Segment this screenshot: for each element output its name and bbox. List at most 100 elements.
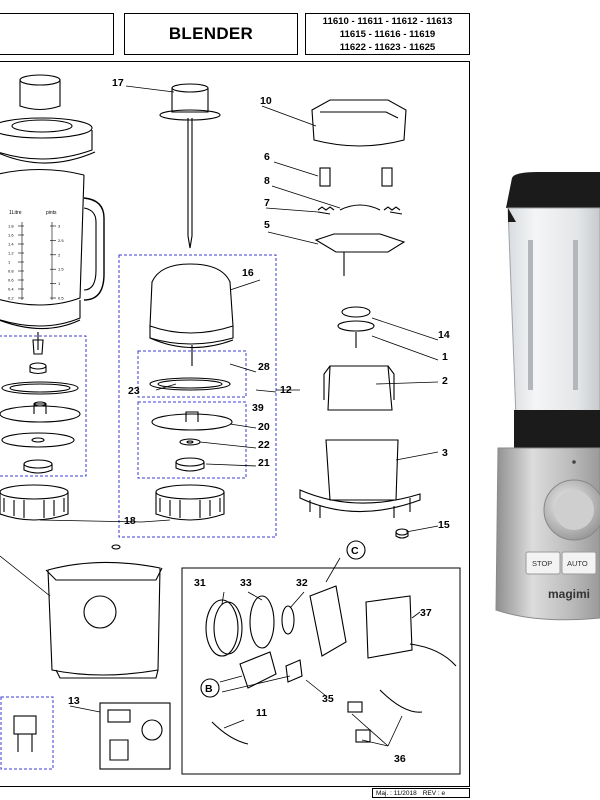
blender-product-photo: STOP AUTO magimi <box>495 172 600 621</box>
callout-33: 33 <box>240 577 252 589</box>
callout-c-circle: C <box>346 540 366 560</box>
stop-button[interactable]: STOP <box>525 551 561 575</box>
jar-tick-left-label: 0.2 <box>8 296 14 301</box>
knob-spacer <box>281 605 295 635</box>
jar-tick-right-label: 2.5 <box>58 238 64 243</box>
jar-tick-left-label: 0.6 <box>8 278 14 283</box>
header-title-cell: BLENDER <box>124 13 298 55</box>
control-knob <box>205 599 243 657</box>
callout-36: 36 <box>394 753 406 765</box>
jar-lid <box>0 117 96 164</box>
callout-c: C <box>351 545 359 557</box>
callout-18: 18 <box>124 515 136 527</box>
callout-37: 37 <box>420 607 432 619</box>
callout-b: B <box>205 683 213 695</box>
coupling-drive <box>337 306 375 348</box>
control-pcb-board <box>99 702 171 770</box>
callout-6: 6 <box>264 151 270 163</box>
callout-15: 15 <box>438 519 450 531</box>
detail-c-box <box>181 567 461 775</box>
left-small-seal <box>29 362 47 375</box>
revision-footer: Maj. : 11/2018 REV : e <box>372 788 470 798</box>
jar-tick-right-label: 1 <box>58 281 61 286</box>
brand-logo-text: magimi <box>548 587 590 601</box>
springs <box>317 206 401 211</box>
callout-22: 22 <box>258 439 270 451</box>
small-base-coupler <box>155 484 225 521</box>
model-line-2: 11615 - 11616 - 11619 <box>339 28 436 40</box>
jar-tick-right-label: 2 <box>58 252 61 257</box>
header-blank-cell <box>0 13 114 55</box>
front-panel-frame <box>309 585 347 657</box>
callout-23: 23 <box>128 385 140 397</box>
leader-lines <box>0 85 439 747</box>
rubber-feet <box>395 528 409 539</box>
callout-10: 10 <box>260 95 272 107</box>
callout-31: 31 <box>194 577 206 589</box>
spring-clip <box>317 204 403 215</box>
jar-tick-left-label: 0.8 <box>8 269 14 274</box>
stop-button-label: STOP <box>532 559 552 568</box>
callout-17: 17 <box>112 77 124 89</box>
header-title: BLENDER <box>168 24 254 43</box>
top-housing-cover <box>311 99 407 147</box>
jar-tick-left-label: 1.4 <box>8 242 14 247</box>
callout-32: 32 <box>296 577 308 589</box>
jar-blade-shaft <box>32 332 44 355</box>
callout-20: 20 <box>258 421 270 433</box>
switch-component-box <box>0 696 54 770</box>
callout-labels: 17 10 6 8 7 5 16 14 1 2 28 23 12 39 20 2… <box>68 77 450 765</box>
callout-13: 13 <box>68 695 80 707</box>
base-chassis <box>299 439 421 518</box>
jar-tick-left-label: 1 <box>8 260 11 265</box>
blender-jar-base-black <box>514 410 600 448</box>
callout-11: 11 <box>256 707 267 719</box>
blender-lid-black <box>506 172 600 208</box>
left-nut <box>23 459 53 474</box>
small-gasket-ring <box>149 377 231 391</box>
jar-body <box>0 168 105 330</box>
header-model-numbers: 11610 - 11611 - 11612 - 11613 11615 - 11… <box>305 13 470 55</box>
jar-lid-cap <box>19 74 61 111</box>
jar-tick-left-label: 1.6 <box>8 233 14 238</box>
callout-3: 3 <box>442 447 448 459</box>
left-blade-plate <box>0 401 81 423</box>
model-line-3: 11622 - 11623 - 11625 <box>339 41 436 53</box>
callout-35: 35 <box>322 693 334 705</box>
control-knob[interactable] <box>543 479 600 541</box>
model-line-1: 11610 - 11611 - 11612 - 11613 <box>322 15 453 27</box>
jar-tick-left-label: 1.2 <box>8 251 14 256</box>
callout-39: 39 <box>252 402 264 414</box>
callout-5: 5 <box>264 219 270 231</box>
sub-box-20 <box>137 401 247 479</box>
small-nut <box>175 457 205 472</box>
wire-harness <box>211 689 423 745</box>
small-washer <box>179 438 201 446</box>
jar-tick-right-label: 1.5 <box>58 267 64 272</box>
blender-jar-glass <box>507 207 600 419</box>
switch-component <box>13 715 37 752</box>
callout-8: 8 <box>264 175 270 187</box>
callout-12: 12 <box>280 384 292 396</box>
auto-button[interactable]: AUTO <box>561 551 597 575</box>
left-gasket-ring <box>1 381 79 395</box>
outer-base-housing <box>45 544 163 679</box>
auto-button-label: AUTO <box>567 559 588 568</box>
button-strips <box>239 651 303 689</box>
callout-21: 21 <box>258 457 270 469</box>
sub-box-28 <box>137 350 247 398</box>
callout-16: 16 <box>242 267 254 279</box>
small-jar-body <box>149 263 234 349</box>
jar-tick-right-label: 3 <box>58 224 61 229</box>
pin-connectors <box>319 167 393 187</box>
tamper-accessory <box>159 83 221 249</box>
jar-tick-left-label: 0.4 <box>8 287 14 292</box>
revision-date: Maj. : 11/2018 <box>376 789 417 797</box>
left-base-coupler <box>0 484 69 521</box>
motor-housing <box>323 365 395 411</box>
jar-tick-right-label: 0.5 <box>58 296 64 301</box>
revision-code: REV : e <box>422 789 446 797</box>
callout-28: 28 <box>258 361 270 373</box>
jar-tick-left-label: 1.8 <box>8 224 14 229</box>
